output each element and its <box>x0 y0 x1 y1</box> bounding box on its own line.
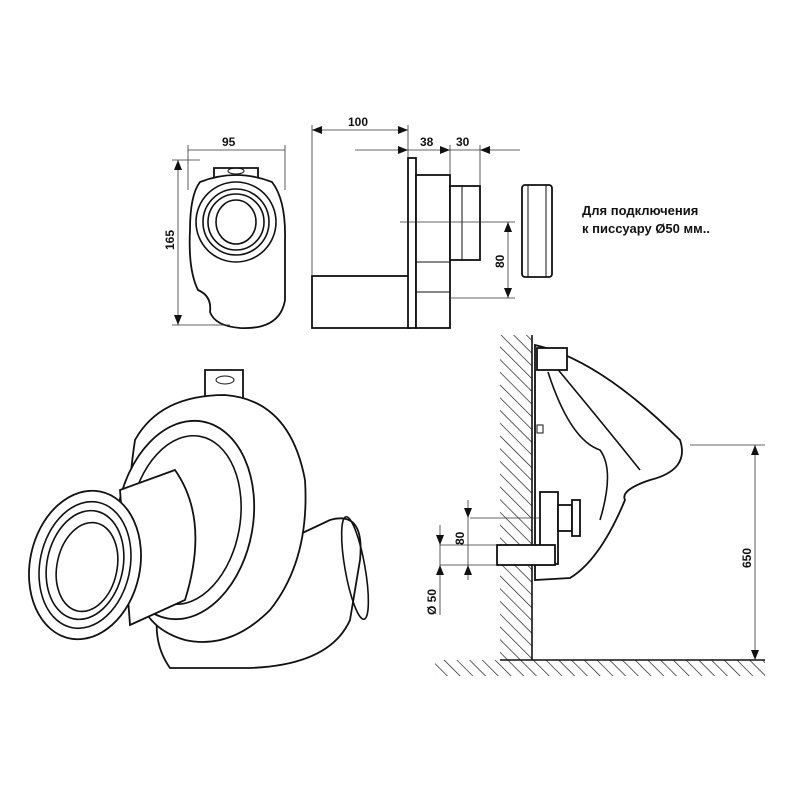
offset-dimension: 80 <box>453 531 467 545</box>
note-line-1: Для подключения <box>582 203 698 218</box>
mounting-height-dimension: 650 <box>740 548 754 568</box>
length-dimension: 100 <box>348 115 368 129</box>
front-view: 95 165 <box>163 135 286 329</box>
diameter-dimension: Ø 50 <box>425 589 439 615</box>
note-line-2: к писсуару Ø50 мм.. <box>582 221 710 236</box>
body-dimension: 38 <box>420 135 434 149</box>
isometric-view <box>28 369 370 669</box>
outlet-height-dimension: 80 <box>493 254 507 268</box>
outlet-dimension: 30 <box>456 135 470 149</box>
width-dimension: 95 <box>222 135 236 149</box>
side-view: 100 38 30 80 <box>311 115 553 329</box>
installation-view: 80 Ø 50 650 <box>425 335 765 676</box>
height-dimension: 165 <box>163 230 177 250</box>
